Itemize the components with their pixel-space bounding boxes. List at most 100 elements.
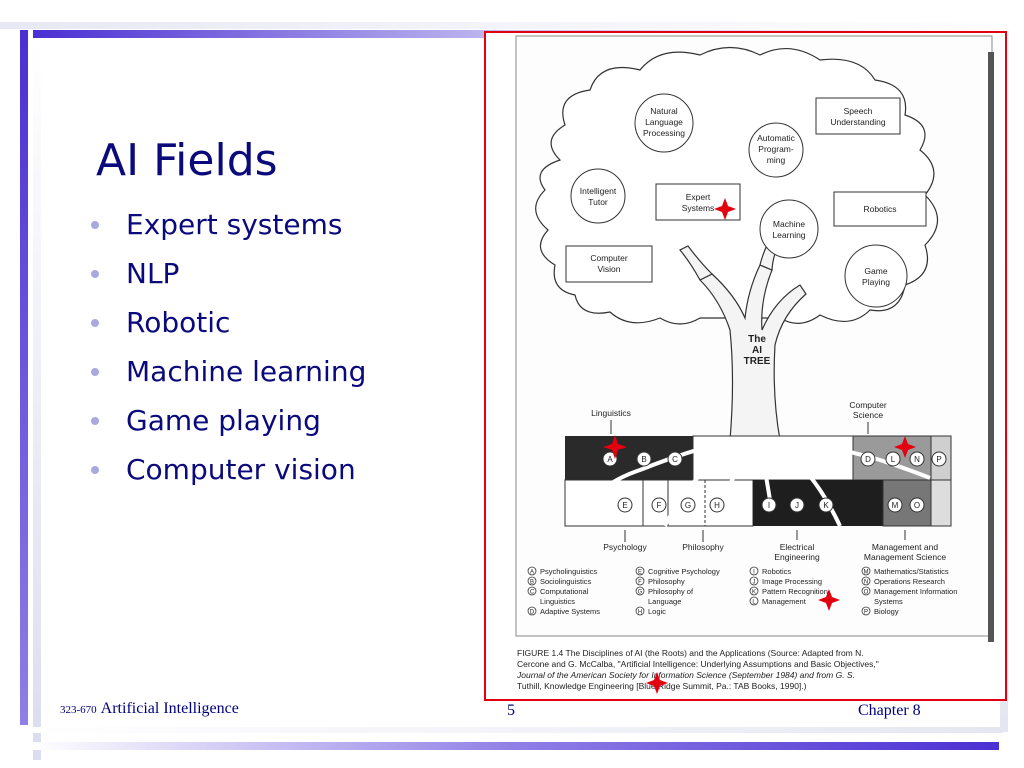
legend-letter-icon: [527, 586, 537, 596]
legend-letter-icon: [749, 576, 759, 586]
svg-text:Robotics: Robotics: [863, 204, 896, 214]
svg-text:K: K: [823, 501, 829, 510]
legend-label: Management Information: [874, 587, 957, 596]
legend-letter-icon: [749, 596, 759, 606]
legend-letter-icon: [635, 586, 645, 596]
svg-text:P: P: [936, 455, 941, 464]
footer-course-name: Artificial Intelligence: [100, 700, 239, 717]
legend-letter-icon: [527, 606, 537, 616]
figure-caption: FIGURE 1.4 The Disciplines of AI (the Ro…: [516, 648, 879, 691]
svg-text:J: J: [795, 501, 799, 510]
label-linguistics: Linguistics: [591, 408, 631, 418]
svg-text:G: G: [685, 501, 691, 510]
bullet-item: Robotic: [88, 298, 366, 347]
bullet-list: Expert systems NLP Robotic Machine learn…: [88, 200, 366, 494]
legend-label: Computational: [540, 587, 589, 596]
slide-title: AI Fields: [96, 135, 278, 186]
svg-text:L: L: [891, 455, 896, 464]
bullet-dot-icon: [91, 466, 99, 474]
legend-label: Systems: [874, 597, 903, 606]
top-bar-light: [0, 22, 1024, 29]
svg-text:O: O: [914, 501, 920, 510]
bullet-dot-icon: [91, 270, 99, 278]
svg-text:D: D: [865, 455, 871, 464]
svg-text:C: C: [672, 455, 678, 464]
legend-label: Robotics: [762, 567, 791, 576]
branch-robotics: Robotics: [833, 191, 927, 227]
legend-label: Adaptive Systems: [540, 607, 600, 616]
legend-letter: E: [638, 570, 642, 576]
bullet-text: Expert systems: [126, 208, 343, 241]
legend-letter-icon: [635, 576, 645, 586]
bullet-dot-icon: [91, 417, 99, 425]
legend-letter-icon: [861, 566, 871, 576]
legend-label: Cognitive Psychology: [648, 567, 720, 576]
legend-letter-icon: [527, 576, 537, 586]
legend-label: Linguistics: [540, 597, 575, 606]
legend-letter: F: [638, 580, 642, 586]
svg-text:H: H: [714, 501, 720, 510]
legend-letter: P: [864, 610, 868, 616]
legend-letter-icon: [749, 566, 759, 576]
legend-label: Image Processing: [762, 577, 822, 586]
legend-letter: M: [864, 570, 869, 576]
legend-letter-icon: [635, 606, 645, 616]
star-icon: [714, 198, 736, 220]
star-icon: [646, 672, 668, 694]
legend-letter: A: [530, 570, 534, 576]
bullet-text: NLP: [126, 257, 180, 290]
footer-page-number: 5: [507, 702, 515, 719]
svg-text:I: I: [768, 501, 770, 510]
legend-label: Sociolinguistics: [540, 577, 592, 586]
bottom-bar-accent: [33, 742, 999, 750]
star-icon: [894, 436, 916, 458]
bottom-bar-light: [33, 727, 1003, 733]
bullet-item: Machine learning: [88, 347, 366, 396]
roots-grid: [564, 435, 952, 527]
legend-label: Biology: [874, 607, 899, 616]
legend-letter: G: [638, 590, 643, 596]
bullet-text: Machine learning: [126, 355, 367, 388]
legend-letter: K: [752, 590, 756, 596]
svg-text:N: N: [914, 455, 920, 464]
legend-letter: I: [753, 570, 755, 576]
bullet-dot-icon: [91, 319, 99, 327]
root-letters: A B C D L N P E F G H I J K M O: [602, 451, 947, 513]
legend-letter: D: [530, 610, 535, 616]
legend-label: Philosophy of: [648, 587, 694, 596]
legend-letter: C: [530, 590, 535, 596]
bullet-dot-icon: [91, 368, 99, 376]
svg-text:A: A: [607, 455, 613, 464]
legend-letter-icon: [635, 566, 645, 576]
legend-letter: N: [864, 580, 868, 586]
bullet-text: Robotic: [126, 306, 231, 339]
legend-letter: J: [753, 580, 756, 586]
legend-label: Operations Research: [874, 577, 945, 586]
svg-text:B: B: [641, 455, 646, 464]
bullet-item: Game playing: [88, 396, 366, 445]
legend-label: Philosophy: [648, 577, 685, 586]
highlight-stars: [603, 198, 916, 694]
legend-letter-icon: [527, 566, 537, 576]
svg-text:E: E: [622, 501, 627, 510]
svg-text:Journal of the American Societ: Journal of the American Society for Info…: [516, 670, 855, 680]
footer-chapter: Chapter 8: [858, 702, 921, 719]
star-icon: [603, 435, 627, 459]
legend-label: Logic: [648, 607, 666, 616]
svg-text:Psychology: Psychology: [603, 542, 647, 552]
left-bar-accent: [20, 30, 28, 725]
